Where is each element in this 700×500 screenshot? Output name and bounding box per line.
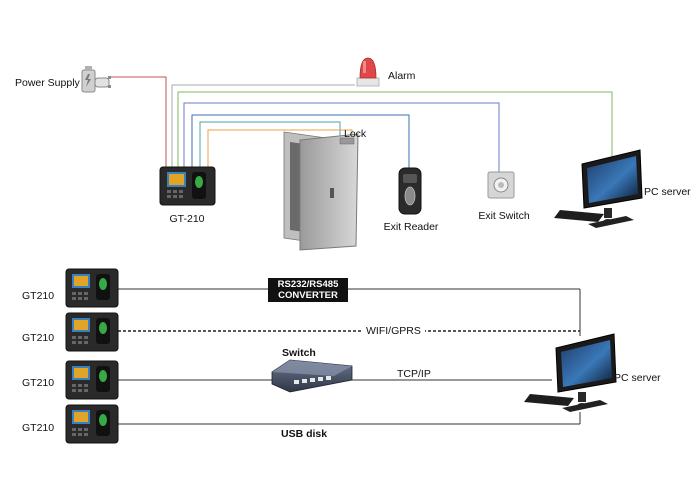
gt210-device-top	[159, 166, 216, 206]
converter-line1: RS232/RS485	[277, 279, 339, 290]
exit-switch-icon	[487, 171, 515, 199]
power-supply-label: Power Supply	[15, 77, 80, 89]
exit-reader-label: Exit Reader	[383, 221, 439, 233]
tcpip-label: TCP/IP	[397, 368, 431, 380]
gt210-device-2	[65, 312, 119, 352]
converter-line2: CONVERTER	[278, 290, 338, 301]
network-switch-icon	[271, 359, 353, 393]
power-wire	[110, 76, 167, 167]
switch-label: Switch	[282, 347, 316, 359]
gt210-device-3	[65, 360, 119, 400]
door-icon	[283, 131, 359, 251]
pc-server-label-top: PC server	[644, 186, 691, 198]
exit-reader-icon	[398, 167, 422, 215]
pc-server-icon-top	[554, 149, 643, 228]
alarm-wire	[171, 84, 355, 167]
gt210-device-4	[65, 404, 119, 444]
gt210-label-4: GT210	[22, 422, 55, 434]
gt210-label-2: GT210	[22, 332, 55, 344]
top-wires	[110, 76, 613, 178]
alarm-icon	[356, 57, 380, 87]
exit-switch-wire	[183, 102, 500, 172]
gt210-device-1	[65, 268, 119, 308]
gt210-label-1: GT210	[22, 290, 55, 302]
rs232-converter-box: RS232/RS485 CONVERTER	[268, 278, 348, 302]
exit-switch-label: Exit Switch	[478, 210, 530, 222]
pc-wire	[177, 91, 613, 178]
gt210-top-label: GT-210	[169, 213, 205, 225]
alarm-label: Alarm	[388, 70, 416, 82]
door-wire	[199, 121, 341, 167]
pc-server-label-bottom: PC server	[614, 372, 661, 384]
usb-disk-label: USB disk	[281, 428, 328, 440]
lock-label: Lock	[344, 128, 367, 140]
exit-reader-wire	[191, 114, 410, 168]
power-supply-icon	[81, 66, 111, 93]
pc-server-icon-bottom	[524, 333, 617, 412]
wifi-gprs-label: WIFI/GPRS	[362, 325, 425, 337]
gt210-label-3: GT210	[22, 377, 55, 389]
bottom-wires	[118, 288, 581, 425]
